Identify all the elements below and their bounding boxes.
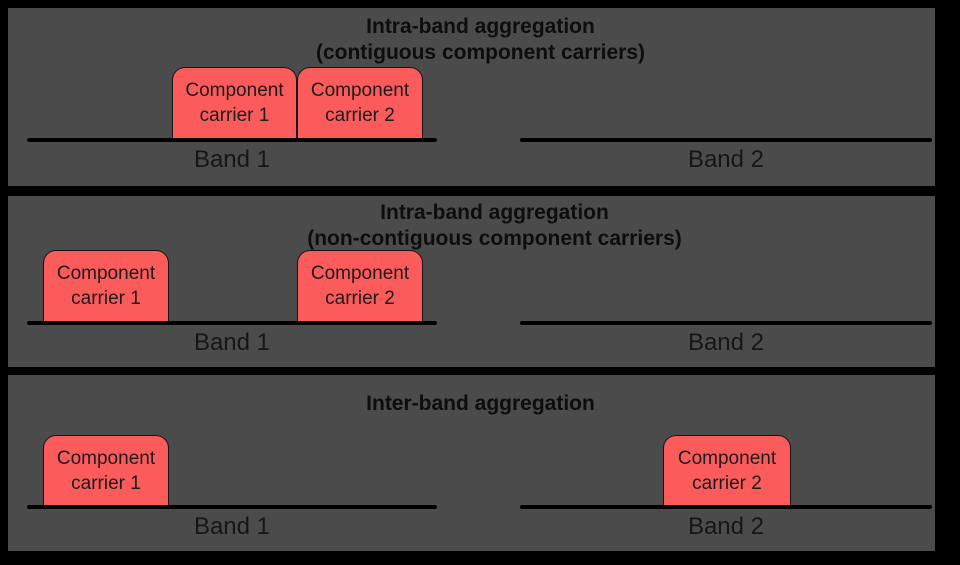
panel-title-line1: Intra-band aggregation [366,15,595,38]
carrier-label: Component carrier 2 [310,80,410,126]
panel3-band1-carrier-1: Component carrier 1 [43,435,169,506]
carrier-label: Component carrier 2 [677,448,777,494]
panel-intra-band-contiguous: Intra-band aggregation (contiguous compo… [8,8,935,186]
carrier-label: Component carrier 1 [56,448,156,494]
panel3-band2-line [520,505,932,509]
panel3-band1-label: Band 1 [193,513,271,540]
panel2-band1-label: Band 1 [193,329,271,356]
panel2-band1-line [27,321,437,325]
panel1-band1-line [27,138,437,142]
carrier-label: Component carrier 2 [310,263,410,309]
panel2-band1-carrier-1: Component carrier 1 [43,250,169,321]
panel-title-line2: (contiguous component carriers) [315,41,646,64]
panel1-band1-carrier-2: Component carrier 2 [297,67,423,138]
panel3-band2-carrier-2: Component carrier 2 [663,435,791,506]
panel3-band2-label: Band 2 [687,513,765,540]
panel3-band1-line [27,505,437,509]
panel-title-line1: Inter-band aggregation [366,392,595,415]
panel1-band2-label: Band 2 [687,146,765,173]
panel-intra-band-non-contiguous: Intra-band aggregation (non-contiguous c… [8,196,935,367]
carrier-label: Component carrier 1 [56,263,156,309]
panel1-band1-carrier-1: Component carrier 1 [172,67,297,138]
panel-title-line1: Intra-band aggregation [380,201,609,224]
carrier-label: Component carrier 1 [185,80,284,126]
panel2-band1-carrier-2: Component carrier 2 [297,250,423,321]
panel1-band2-line [520,138,932,142]
panel2-band2-label: Band 2 [687,329,765,356]
panel2-band2-line [520,321,932,325]
panel-title-line2: (non-contiguous component carriers) [307,227,682,250]
panel1-band1-label: Band 1 [193,146,271,173]
panel-inter-band: Inter-band aggregation Component carrier… [8,375,935,551]
